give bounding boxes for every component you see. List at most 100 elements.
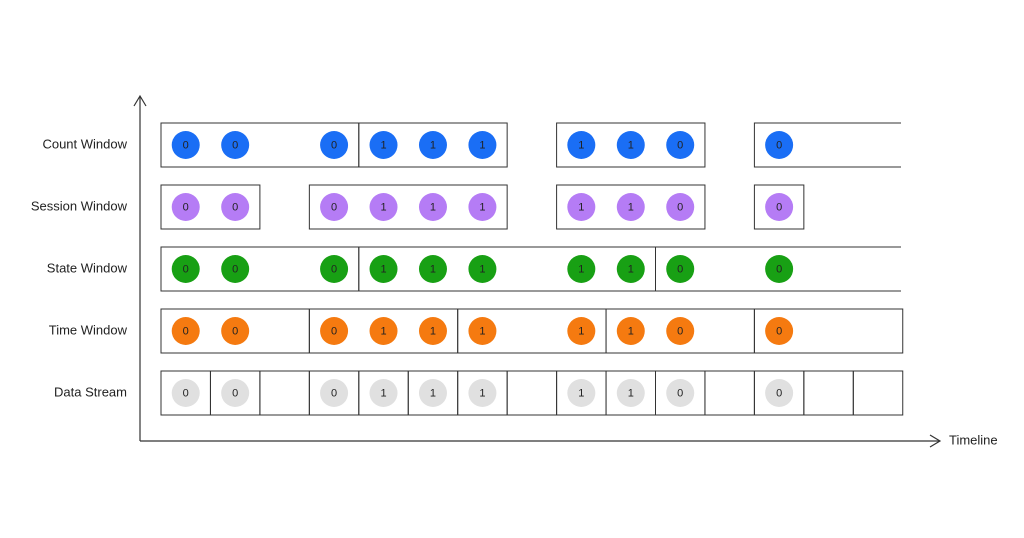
event-value: 1 [479, 263, 485, 275]
event-value: 0 [776, 139, 782, 151]
window-box [358, 246, 656, 292]
event-value: 1 [380, 263, 386, 275]
event-value: 1 [479, 139, 485, 151]
event-value: 1 [430, 139, 436, 151]
event-value: 1 [578, 325, 584, 337]
event-value: 1 [479, 325, 485, 337]
event-value: 0 [677, 139, 683, 151]
window-box [753, 184, 805, 230]
y-axis [133, 94, 147, 441]
event-value: 1 [628, 325, 634, 337]
event-dot: 0 [221, 193, 250, 221]
event-dot: 0 [171, 131, 200, 159]
event-dot: 1 [468, 317, 497, 345]
event-value: 1 [380, 387, 386, 399]
event-dot: 1 [468, 379, 497, 407]
event-value: 0 [232, 139, 238, 151]
event-dot: 1 [616, 317, 645, 345]
event-dot: 1 [418, 379, 447, 407]
event-dot: 1 [567, 255, 596, 283]
event-dot: 1 [418, 317, 447, 345]
event-dot: 1 [418, 255, 447, 283]
event-value: 0 [677, 201, 683, 213]
event-value: 1 [578, 387, 584, 399]
event-value: 0 [232, 325, 238, 337]
event-dot: 1 [616, 193, 645, 221]
x-axis-label: Timeline [949, 432, 998, 447]
window-box [753, 122, 901, 168]
event-dot: 1 [567, 193, 596, 221]
event-dot: 0 [221, 131, 250, 159]
event-dot: 0 [171, 193, 200, 221]
event-dot: 0 [765, 193, 794, 221]
event-value: 0 [232, 201, 238, 213]
event-dot: 1 [468, 131, 497, 159]
event-dot: 1 [567, 379, 596, 407]
event-dot: 0 [221, 379, 250, 407]
event-value: 0 [331, 387, 337, 399]
event-value: 1 [628, 201, 634, 213]
event-value: 0 [776, 325, 782, 337]
event-dot: 1 [418, 193, 447, 221]
row-time: Time Window 0 0 0 1 1 1 1 1 0 0 [49, 308, 904, 354]
event-dot: 1 [369, 255, 398, 283]
window-box [506, 370, 558, 416]
window-box [160, 184, 261, 230]
event-value: 0 [331, 325, 337, 337]
event-dot: 0 [221, 255, 250, 283]
event-value: 1 [628, 263, 634, 275]
row-label-state: State Window [47, 260, 128, 275]
event-value: 0 [183, 325, 189, 337]
event-value: 1 [380, 201, 386, 213]
event-value: 0 [677, 263, 683, 275]
event-dot: 0 [765, 317, 794, 345]
event-dot: 0 [765, 255, 794, 283]
event-value: 1 [578, 139, 584, 151]
event-dot: 1 [616, 255, 645, 283]
event-dot: 1 [418, 131, 447, 159]
event-value: 1 [430, 387, 436, 399]
event-dot: 0 [320, 193, 349, 221]
event-dot: 0 [666, 131, 695, 159]
window-box [556, 122, 706, 168]
event-dot: 0 [320, 131, 349, 159]
window-box [556, 184, 706, 230]
event-dot: 0 [221, 317, 250, 345]
row-label-time: Time Window [49, 322, 128, 337]
event-value: 1 [430, 263, 436, 275]
event-value: 1 [380, 325, 386, 337]
event-value: 0 [183, 263, 189, 275]
event-value: 0 [331, 263, 337, 275]
event-dot: 1 [369, 131, 398, 159]
event-value: 0 [183, 201, 189, 213]
event-dot: 1 [616, 131, 645, 159]
event-value: 1 [628, 139, 634, 151]
event-dot: 0 [320, 379, 349, 407]
window-box [358, 122, 508, 168]
event-dot: 1 [567, 317, 596, 345]
x-axis [140, 434, 942, 448]
row-label-data: Data Stream [54, 384, 127, 399]
event-value: 0 [232, 263, 238, 275]
event-dot: 0 [666, 317, 695, 345]
event-dot: 0 [171, 379, 200, 407]
event-dot: 0 [666, 255, 695, 283]
event-value: 0 [776, 201, 782, 213]
event-dot: 0 [765, 131, 794, 159]
event-dot: 1 [369, 317, 398, 345]
window-box [803, 370, 854, 416]
window-box [655, 246, 901, 292]
event-dot: 0 [171, 255, 200, 283]
event-value: 0 [677, 325, 683, 337]
row-label-count: Count Window [42, 136, 127, 151]
window-box [259, 370, 310, 416]
event-dot: 0 [765, 379, 794, 407]
event-dot: 0 [320, 317, 349, 345]
window-box [704, 370, 755, 416]
event-dot: 1 [616, 379, 645, 407]
event-dot: 1 [468, 193, 497, 221]
